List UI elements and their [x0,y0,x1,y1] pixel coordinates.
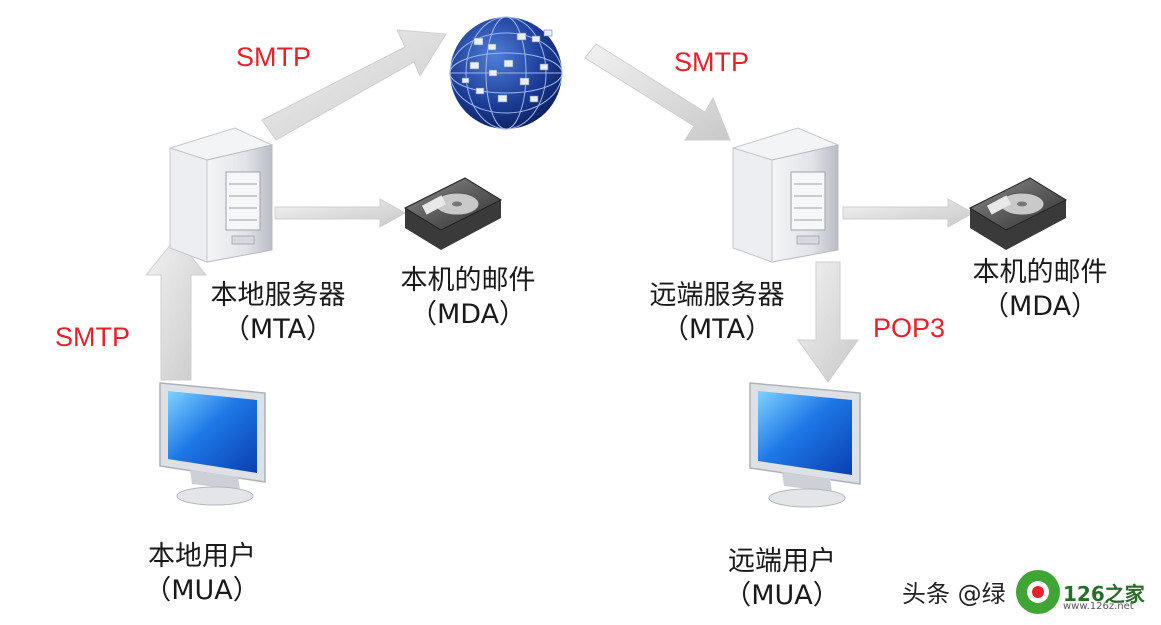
local-mda-role: （MDA） [409,299,527,330]
internet-globe-icon [449,16,563,130]
watermark-site: 126之家 [1063,582,1145,606]
local-mda-name: 本机的邮件 [400,265,536,296]
protocol-label-smtp-remote-in: SMTP [674,47,750,77]
watermark-source: 头条 @绿 [902,580,1006,608]
protocol-label-smtp-user-submit: SMTP [55,322,131,352]
remote-user-label: 远端用户 （MUA） [712,545,852,613]
remote-computer-monitor-icon [749,382,861,508]
local-server-role: （MTA） [222,314,334,345]
remote-mda-label: 本机的邮件 （MDA） [960,256,1120,324]
arrow-local-user-to-server [144,237,208,381]
local-server-icon [168,127,274,263]
remote-server-name: 远端服务器 [649,280,785,311]
watermark-url: www.126z.net [1063,601,1134,612]
arrow-local-server-to-mda [274,198,407,228]
protocol-label-pop3: POP3 [873,313,946,343]
remote-server-icon [731,127,840,263]
local-server-name: 本地服务器 [210,280,346,311]
arrow-remote-server-to-mda [842,198,975,228]
arrow-internet-to-remote-server [584,43,731,141]
arrow-remote-server-to-user [797,261,859,383]
watermark-badge-icon [1016,570,1060,614]
local-server-label: 本地服务器 （MTA） [198,279,358,347]
local-user-name: 本地用户 [148,541,256,572]
remote-mda-name: 本机的邮件 [972,257,1108,288]
remote-user-name: 远端用户 [728,546,836,577]
local-hard-drive-icon [403,177,503,250]
local-mda-label: 本机的邮件 （MDA） [388,264,548,332]
remote-mda-role: （MDA） [981,291,1099,322]
remote-server-label: 远端服务器 （MTA） [637,279,797,347]
remote-user-role: （MUA） [724,580,840,611]
local-user-role: （MUA） [144,575,260,606]
remote-server-role: （MTA） [661,314,773,345]
local-user-label: 本地用户 （MUA） [132,540,272,608]
local-computer-monitor-icon [159,382,266,506]
arrow-local-server-to-internet [261,29,447,141]
protocol-label-smtp-local-out: SMTP [236,42,312,72]
remote-hard-drive-icon [968,177,1068,250]
